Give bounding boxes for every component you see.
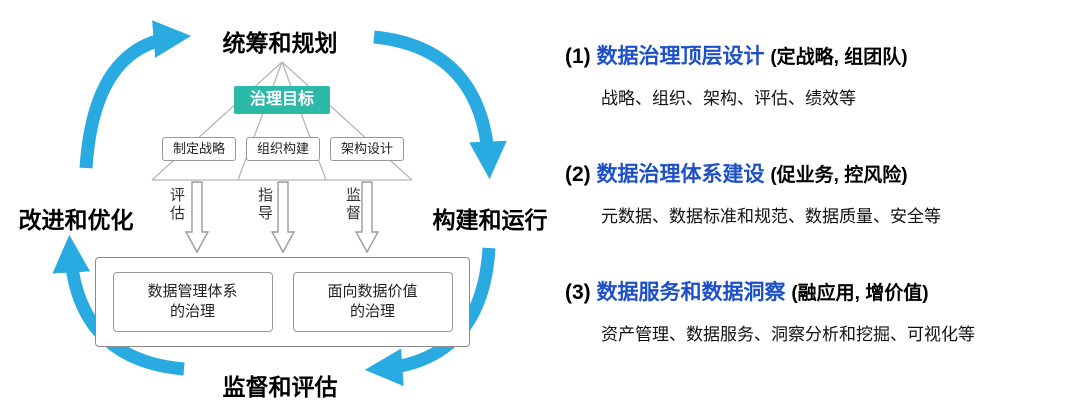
cycle-stage-plan: 统筹和规划	[222, 30, 338, 56]
item-title-text: 数据治理体系建设	[596, 163, 765, 186]
legend-item-title: (1) 数据治理顶层设计 (定战略, 组团队)	[565, 44, 1077, 71]
pyramid-right-side	[281, 61, 413, 181]
down-arrow-supervise-icon	[354, 181, 380, 254]
governance-scope-container: 数据管理体系 的治理 面向数据价值 的治理	[95, 257, 470, 347]
legend-item-2: (2) 数据治理体系建设 (促业务, 控风险) 元数据、数据标准和规范、数据质量…	[565, 162, 1077, 228]
pyramid-inner-line-left	[237, 61, 283, 181]
governance-box-line: 的治理	[349, 303, 395, 320]
flow-down-arrows	[184, 181, 380, 254]
pyramid-box-architecture: 架构设计	[330, 137, 404, 161]
pyramid-outline	[151, 61, 413, 181]
down-arrow-guide-icon	[270, 181, 296, 254]
governance-cycle-diagram: 统筹和规划 构建和运行 监督和评估 改进和优化 治理目标 制定战略 组织构建 架…	[18, 20, 548, 400]
legend-item-description: 元数据、数据标准和规范、数据质量、安全等	[601, 207, 941, 226]
governance-box-management-system: 数据管理体系 的治理	[112, 272, 273, 332]
pyramid-box-organization: 组织构建	[246, 137, 320, 161]
governance-box-line: 面向数据价值	[327, 282, 418, 300]
governance-goal-box: 治理目标	[234, 86, 330, 114]
item-title-suffix: (融应用, 增价值)	[791, 283, 929, 304]
item-title-text: 数据服务和数据洞察	[596, 281, 786, 304]
governance-box-line: 的治理	[169, 303, 215, 320]
governance-box-line: 数据管理体系	[147, 282, 238, 300]
item-number: (2)	[565, 163, 591, 186]
cycle-arrow-improve-to-plan-icon	[79, 20, 192, 169]
item-title-suffix: (定战略, 组团队)	[770, 47, 908, 68]
pyramid-inner-line-right	[281, 61, 327, 181]
item-title-text: 数据治理顶层设计	[596, 45, 765, 68]
legend-item-title: (2) 数据治理体系建设 (促业务, 控风险)	[565, 162, 1077, 189]
cycle-stage-improve: 改进和优化	[18, 207, 134, 233]
pyramid-left-side	[151, 61, 283, 181]
flow-label-evaluate: 评估	[168, 187, 185, 223]
item-title-suffix: (促业务, 控风险)	[770, 165, 908, 186]
cycle-stage-build: 构建和运行	[432, 207, 548, 233]
down-arrow-evaluate-icon	[184, 181, 210, 254]
pyramid-box-strategy: 制定战略	[162, 137, 236, 161]
cycle-arrow-plan-to-build-icon	[373, 30, 507, 180]
item-number: (1)	[565, 45, 591, 68]
legend-panel: (1) 数据治理顶层设计 (定战略, 组团队) 战略、组织、架构、评估、绩效等 …	[565, 44, 1077, 398]
legend-item-1: (1) 数据治理顶层设计 (定战略, 组团队) 战略、组织、架构、评估、绩效等	[565, 44, 1077, 110]
legend-item-description: 资产管理、数据服务、洞察分析和挖掘、可视化等	[601, 325, 975, 344]
cycle-stage-monitor: 监督和评估	[222, 374, 338, 400]
flow-label-supervise: 监督	[344, 187, 361, 223]
legend-item-title: (3) 数据服务和数据洞察 (融应用, 增价值)	[565, 280, 1077, 307]
item-number: (3)	[565, 281, 591, 304]
legend-item-description: 战略、组织、架构、评估、绩效等	[601, 89, 856, 108]
legend-item-3: (3) 数据服务和数据洞察 (融应用, 增价值) 资产管理、数据服务、洞察分析和…	[565, 280, 1077, 346]
flow-label-guide: 指导	[256, 187, 273, 223]
governance-box-data-value: 面向数据价值 的治理	[292, 272, 453, 332]
